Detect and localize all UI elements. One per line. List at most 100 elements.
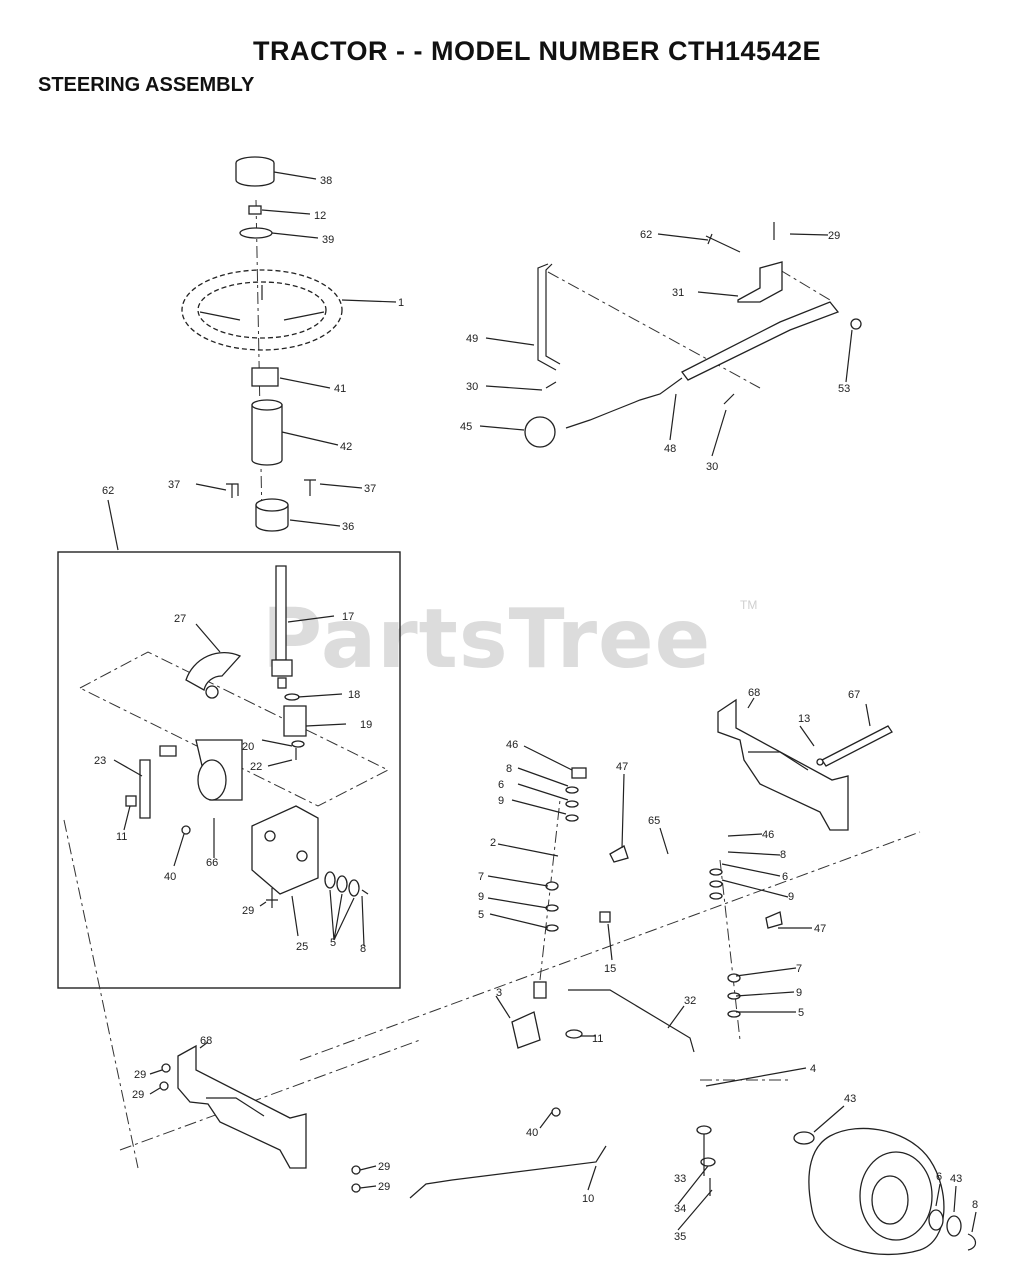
part-41-adapter[interactable] <box>251 367 279 387</box>
part-5-washer-c[interactable] <box>348 879 360 897</box>
steering-column-group <box>181 156 397 532</box>
callout-31: 31 <box>672 287 684 299</box>
callout-8-left: 8 <box>506 763 512 775</box>
part-40-nut-center[interactable] <box>551 1107 561 1117</box>
callout-41: 41 <box>334 383 346 395</box>
part-5-washer-b[interactable] <box>336 875 348 893</box>
callout-47-left: 47 <box>616 761 628 773</box>
part-31-bracket[interactable] <box>737 261 783 303</box>
part-8-clip-box[interactable] <box>361 889 369 895</box>
callout-6-wheel: 6 <box>936 1171 942 1183</box>
callout-40-box: 40 <box>164 871 176 883</box>
callout-29-left-a: 29 <box>134 1069 146 1081</box>
part-11-nut[interactable] <box>125 795 137 807</box>
callout-42: 42 <box>340 441 352 453</box>
part-1-steering-wheel[interactable] <box>181 269 343 351</box>
part-5-washer-a[interactable] <box>324 871 336 889</box>
part-17-gear[interactable] <box>271 659 293 677</box>
part-29-screw-c[interactable] <box>351 1165 361 1175</box>
callout-29-top: 29 <box>828 230 840 242</box>
callout-5-right: 5 <box>798 1007 804 1019</box>
part-9-bearing-right[interactable] <box>709 892 723 900</box>
part-42-sleeve[interactable] <box>251 404 283 466</box>
part-18-washer[interactable] <box>284 693 300 701</box>
part-13-nut[interactable] <box>816 758 824 766</box>
part-15-nut[interactable] <box>599 911 611 923</box>
part-43-washer-inner[interactable] <box>793 1131 815 1145</box>
callout-30-right: 30 <box>706 461 718 473</box>
part-49-rod[interactable] <box>537 263 557 371</box>
callout-6-left: 6 <box>498 779 504 791</box>
part-8-clip-right[interactable] <box>709 868 723 876</box>
part-40-nut[interactable] <box>181 825 191 835</box>
callout-15: 15 <box>604 963 616 975</box>
part-29-screw-d[interactable] <box>351 1183 361 1193</box>
part-53-nut[interactable] <box>850 318 862 330</box>
part-6-washer-left[interactable] <box>565 800 579 808</box>
part-30-pins[interactable] <box>545 381 735 405</box>
part-20-washer[interactable] <box>291 740 305 748</box>
callout-29-lower-a: 29 <box>378 1161 390 1173</box>
part-12-nut[interactable] <box>248 205 262 215</box>
part-34-washer[interactable] <box>700 1157 716 1167</box>
callout-40-center: 40 <box>526 1127 538 1139</box>
part-38-cap-body[interactable] <box>235 163 275 187</box>
part-6-washer-wheel[interactable] <box>928 1209 944 1231</box>
page-title: TRACTOR - - MODEL NUMBER CTH14542E <box>252 36 822 66</box>
part-29-screw-box[interactable] <box>266 888 278 908</box>
callout-9-right: 9 <box>788 891 794 903</box>
part-43-washer-outer[interactable] <box>946 1215 962 1237</box>
part-23-plate[interactable] <box>139 759 151 819</box>
part-10-drag-link[interactable] <box>409 1145 607 1199</box>
callout-9-left: 9 <box>498 795 504 807</box>
part-9-bearing-left[interactable] <box>565 814 579 822</box>
part-17-shaft[interactable] <box>275 565 287 661</box>
callout-32: 32 <box>684 995 696 1007</box>
callout-8-right: 8 <box>780 849 786 861</box>
part-29-screw-b[interactable] <box>159 1081 169 1091</box>
part-62-bolt[interactable] <box>705 233 741 253</box>
part-3-spindle[interactable] <box>511 1011 541 1049</box>
callout-37-right: 37 <box>364 483 376 495</box>
callout-30-left: 30 <box>466 381 478 393</box>
callout-17: 17 <box>342 611 354 623</box>
part-6-washer-right[interactable] <box>709 880 723 888</box>
callout-2: 2 <box>490 837 496 849</box>
part-19-pinion[interactable] <box>283 705 307 737</box>
callout-labels: 38 12 39 1 41 42 37 37 36 62 62 29 31 49… <box>94 175 978 1243</box>
part-39-washer[interactable] <box>239 227 273 239</box>
callout-46-right: 46 <box>762 829 774 841</box>
callout-43-outer: 43 <box>950 1173 962 1185</box>
center-linkage-group <box>119 745 921 1231</box>
callout-68-left: 68 <box>200 1035 212 1047</box>
part-25-bracket[interactable] <box>251 805 319 895</box>
part-67-bolt[interactable] <box>821 725 893 767</box>
part-27-sector-gear[interactable] <box>185 652 242 691</box>
part-29-screw-a[interactable] <box>161 1063 171 1073</box>
part-8-clip-left[interactable] <box>565 786 579 794</box>
part-33-washer[interactable] <box>696 1125 712 1135</box>
callout-45: 45 <box>460 421 472 433</box>
callout-27: 27 <box>174 613 186 625</box>
callout-43-inner: 43 <box>844 1093 856 1105</box>
part-11-nut-center[interactable] <box>565 1029 583 1039</box>
part-37-screw-right[interactable] <box>304 479 316 496</box>
part-45-ball[interactable] <box>524 416 556 448</box>
callout-25: 25 <box>296 941 308 953</box>
part-37-screw-left[interactable] <box>226 483 239 498</box>
callout-9-right-lower: 9 <box>796 987 802 999</box>
callout-6-right: 6 <box>782 871 788 883</box>
part-36-bushing[interactable] <box>255 504 289 532</box>
callout-47-right: 47 <box>814 923 826 935</box>
part-47-fitting-right[interactable] <box>765 911 783 929</box>
callout-1: 1 <box>398 297 404 309</box>
part-8-clip-wheel[interactable] <box>967 1233 977 1251</box>
part-68-right-bracket[interactable] <box>717 698 849 831</box>
part-32-tie-rod[interactable] <box>568 989 695 1053</box>
part-68-left-bracket[interactable] <box>177 1044 307 1169</box>
part-48-steering-lever[interactable] <box>681 301 840 381</box>
callout-62-box: 62 <box>102 485 114 497</box>
part-46-spindle-cap-left[interactable] <box>571 767 587 779</box>
part-47-fitting-left[interactable] <box>609 845 629 863</box>
